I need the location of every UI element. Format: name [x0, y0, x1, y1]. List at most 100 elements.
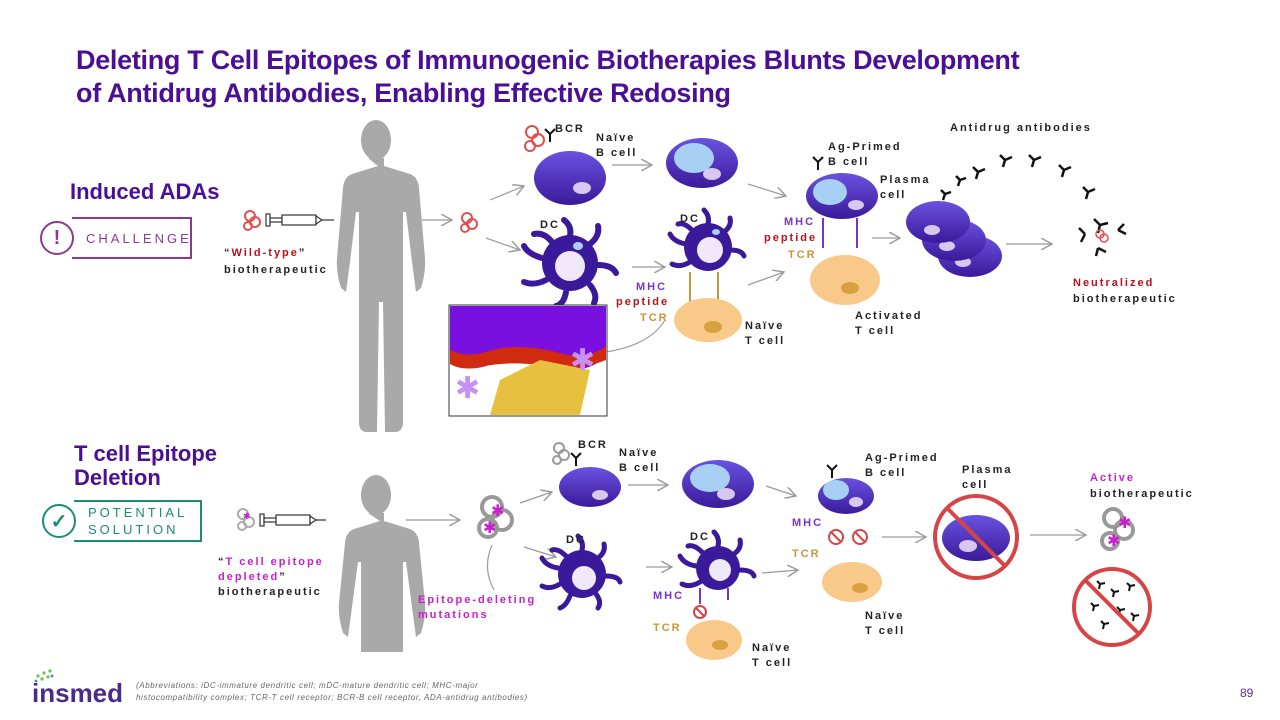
- svg-text:✱: ✱: [1107, 533, 1120, 550]
- tcr-label-bottom-2: TCR: [792, 548, 821, 560]
- plasma-label-bottom: Plasma cell: [962, 463, 1013, 493]
- solution-line2: SOLUTION: [88, 522, 179, 537]
- l1: Naïve: [752, 642, 792, 654]
- biotherapeutic-label: biotherapeutic: [224, 264, 328, 276]
- blocked-antibodies-icon: [1072, 567, 1152, 647]
- active-biotherapeutic-icon: ✱ ✱: [1100, 507, 1135, 551]
- heading-line1: T cell Epitope: [74, 441, 218, 466]
- epitope-deletion-heading: T cell Epitope Deletion: [74, 442, 217, 490]
- activated-b-cell-bottom: [682, 460, 754, 508]
- naive-t-cell-top: [674, 272, 742, 342]
- challenge-label: CHALLENGE: [72, 217, 192, 259]
- blocked-plasma-cell-icon: [933, 494, 1019, 580]
- dc-label-1: DC: [540, 219, 560, 231]
- epitope-depleted-protein-icon: ✱ ✱: [477, 495, 514, 539]
- human-silhouette-top-icon: [336, 120, 426, 432]
- challenge-badge: ! CHALLENGE: [40, 217, 192, 259]
- naive-b-label-bottom: Naïve B cell: [619, 446, 660, 476]
- quote-close: ”: [298, 247, 307, 259]
- abbr-line1: (Abbreviations: iDC-immature dendritic c…: [136, 681, 479, 690]
- peptide-label-1: peptide: [616, 296, 670, 308]
- epitope-depleted-protein-icon: ✱: [237, 508, 255, 531]
- molecular-structure-inset: ✱ ✱: [448, 304, 608, 417]
- dendritic-cell-bottom-1: [539, 533, 623, 611]
- no-binding-icon: [828, 529, 868, 545]
- naive-t-label-bottom-1: Naïve T cell: [752, 641, 792, 671]
- svg-text:✱: ✱: [491, 503, 504, 520]
- ag-primed-b-cell-bottom: [818, 464, 874, 514]
- l2: T cell: [745, 335, 786, 347]
- l1: Epitope-deleting: [418, 594, 537, 606]
- ag-primed-label-bottom: Ag-Primed B cell: [865, 451, 939, 481]
- activated-b-cell-top: [666, 138, 738, 188]
- abbr-line2: histocompatibility complex; TCR-T cell r…: [136, 693, 528, 702]
- tcr-label-2: TCR: [788, 249, 817, 261]
- wild-type-name: Wild-type: [231, 247, 299, 259]
- l2: T cell: [752, 657, 793, 669]
- l2: B cell: [619, 462, 661, 474]
- syringe-bottom-icon: [259, 513, 326, 527]
- bcr-label: BCR: [555, 123, 585, 135]
- peptide-label-2: peptide: [764, 232, 818, 244]
- slide-title-line1: Deleting T Cell Epitopes of Immunogenic …: [76, 45, 1020, 75]
- svg-text:✱: ✱: [570, 344, 595, 377]
- active-label: Active: [1090, 472, 1136, 484]
- antidrug-antibodies-label: Antidrug antibodies: [950, 122, 1092, 134]
- neutralized-biotherapeutic-label: biotherapeutic: [1073, 293, 1177, 305]
- logo-text: insmed: [32, 678, 123, 708]
- l2: B cell: [596, 147, 638, 159]
- activated-t-cell-top: [810, 255, 880, 305]
- svg-text:✱: ✱: [483, 520, 496, 537]
- page-number: 89: [1240, 686, 1254, 700]
- wild-type-protein-icon: [524, 125, 545, 152]
- human-silhouette-bottom-icon: [338, 475, 426, 652]
- induced-adas-heading: Induced ADAs: [70, 179, 220, 204]
- l2: mutations: [418, 609, 489, 621]
- plasma-cells-top: [906, 201, 1002, 277]
- epitope-depleted-label: “T cell epitope depleted” biotherapeutic: [218, 555, 324, 600]
- l1: Naïve: [596, 132, 636, 144]
- slide-title-line2: of Antidrug Antibodies, Enabling Effecti…: [76, 78, 731, 108]
- antidrug-antibodies-icon: [940, 154, 1127, 257]
- checkmark-icon: ✓: [42, 504, 76, 538]
- mhc-label-bottom-1: MHC: [653, 590, 685, 602]
- epitope-mutations-label: Epitope-deleting mutations: [418, 593, 536, 623]
- quote-open: “: [224, 247, 232, 259]
- neutralized-label: Neutralized: [1073, 277, 1155, 289]
- tcr-label-1: TCR: [640, 312, 669, 324]
- quote-close: ”: [279, 571, 287, 583]
- solution-line1: POTENTIAL: [88, 505, 188, 520]
- drug-name-line2: depleted: [218, 571, 280, 583]
- dc-label-bottom-2: DC: [690, 531, 710, 543]
- l1: Ag-Primed: [865, 452, 939, 464]
- epitope-depleted-protein-icon: [552, 442, 570, 465]
- abbreviations-footnote: (Abbreviations: iDC-immature dendritic c…: [136, 680, 528, 704]
- l1: Naïve: [619, 447, 659, 459]
- l2: B cell: [865, 467, 907, 479]
- dc-label-2: DC: [680, 213, 700, 225]
- exclamation-icon: !: [40, 221, 74, 255]
- wild-type-protein-icon: [243, 210, 261, 231]
- flow-arrows: [406, 165, 1086, 591]
- slide-title: Deleting T Cell Epitopes of Immunogenic …: [76, 44, 1020, 110]
- l2: cell: [962, 479, 989, 491]
- l1: Plasma: [962, 464, 1013, 476]
- syringe-top-icon: [265, 213, 334, 227]
- svg-text:✱: ✱: [1118, 515, 1131, 532]
- mhc-label-2: MHC: [784, 216, 816, 228]
- quote-open: “: [218, 556, 226, 568]
- l1: Activated: [855, 310, 923, 322]
- l2: cell: [880, 189, 907, 201]
- svg-text:✱: ✱: [243, 511, 251, 521]
- mhc-label-bottom-2: MHC: [792, 517, 824, 529]
- insmed-logo: insmed: [30, 668, 130, 713]
- dendritic-cell-top-1: [521, 217, 619, 309]
- naive-b-cell-bottom: [559, 452, 621, 507]
- active-biotherapeutic-label: biotherapeutic: [1090, 488, 1194, 500]
- tcr-label-bottom-1: TCR: [653, 622, 682, 634]
